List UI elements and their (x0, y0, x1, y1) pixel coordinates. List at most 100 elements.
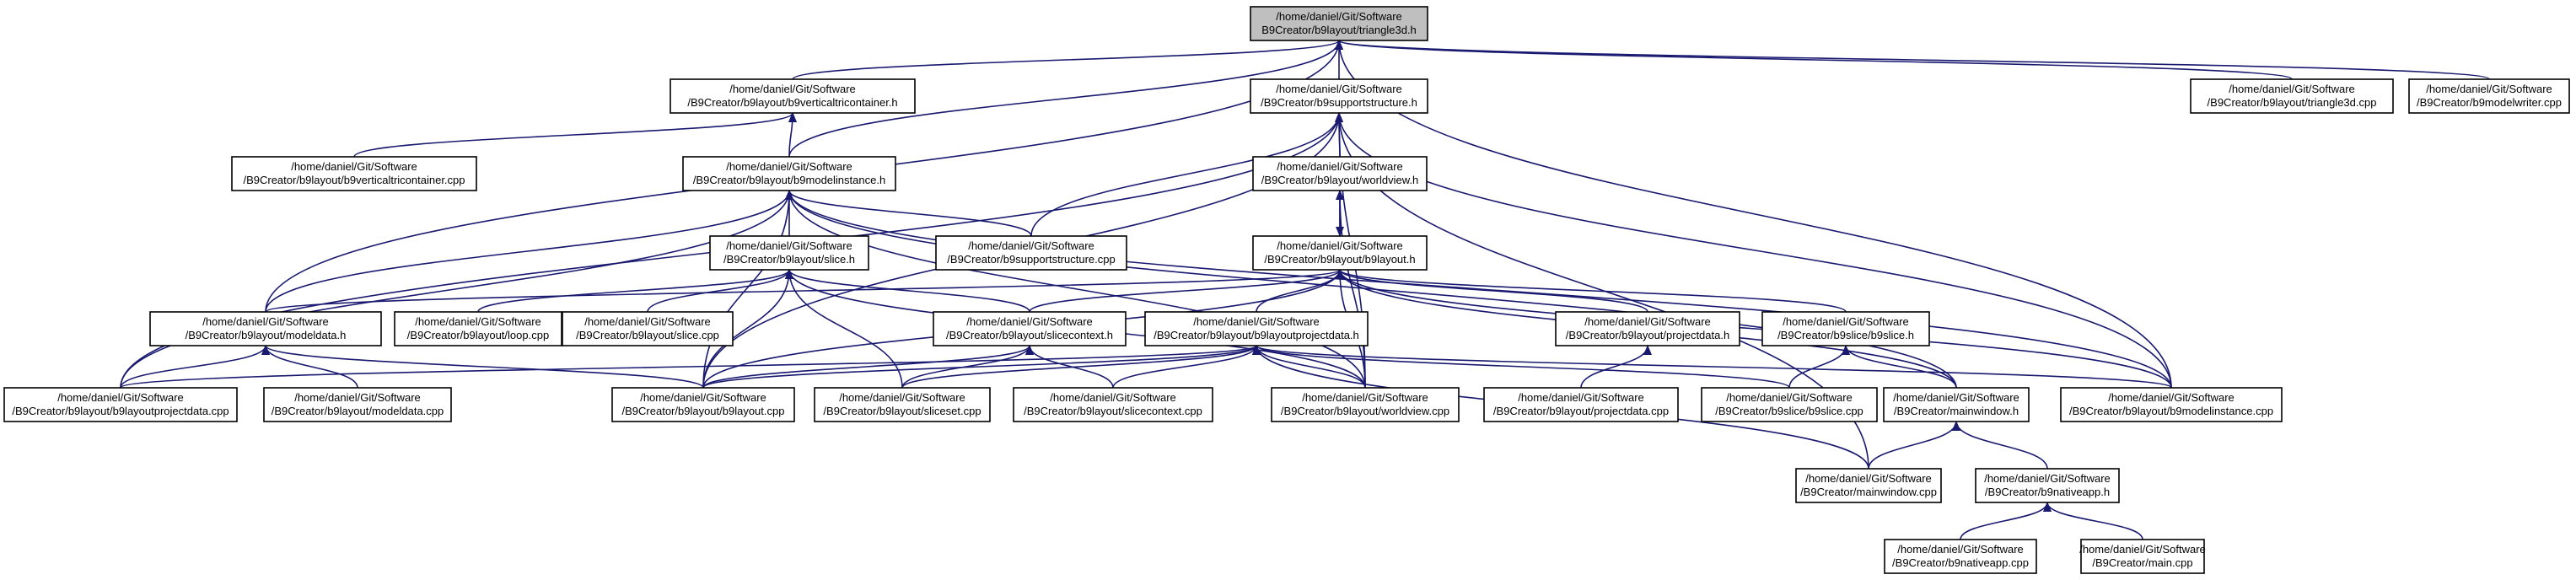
node-label-line2: /B9Creator/b9layout/b9verticaltricontain… (243, 174, 465, 186)
node-slice-h[interactable]: /home/daniel/Git/Software/B9Creator/b9la… (709, 235, 869, 271)
node-b9verticaltricontainer-cpp[interactable]: /home/daniel/Git/Software/B9Creator/b9la… (231, 156, 477, 191)
node-label-line1: /home/daniel/Git/Software (966, 315, 1093, 328)
node-mainwindow-h[interactable]: /home/daniel/Git/Software/B9Creator/main… (1883, 387, 2030, 422)
edge-projectdata-cpp-to-projectdata-h (1580, 345, 1652, 389)
edge-b9modelinstance-cpp-to-b9layout-h (1336, 269, 2172, 389)
edge-b9modelinstance-h-to-triangle3d-h (788, 40, 1343, 158)
node-label-line2: /B9Creator/b9layout/slicecontext.cpp (1024, 405, 1202, 417)
edge-b9slice-cpp-to-b9layoutprojectdata-h (1252, 345, 1790, 389)
node-label-line2: /B9Creator/b9layout/projectdata.h (1566, 329, 1729, 341)
edge-b9layoutprojectdata-cpp-to-modeldata-h (120, 345, 270, 389)
node-b9verticaltricontainer-h[interactable]: /home/daniel/Git/Software/B9Creator/b9la… (670, 78, 916, 114)
edge-b9layout-cpp-to-b9modelinstance-h (702, 190, 793, 389)
node-slicecontext-h[interactable]: /home/daniel/Git/Software/B9Creator/b9la… (933, 311, 1127, 346)
node-label-line2: /B9Creator/mainwindow.cpp (1800, 486, 1937, 498)
node-label-line1: /home/daniel/Git/Software (1277, 239, 1403, 252)
edge-mainwindow-h-to-b9slice-h (1842, 345, 1957, 389)
node-worldview-h[interactable]: /home/daniel/Git/Software/B9Creator/b9la… (1252, 156, 1428, 191)
edge-slicecontext-cpp-to-b9layoutprojectdata-h (1112, 345, 1261, 389)
edge-modeldata-h-to-b9layout-h (265, 269, 1344, 313)
node-label-line1: /home/daniel/Git/Software (415, 315, 541, 328)
node-label-line2: /B9Creator/b9layout/b9modelinstance.h (693, 174, 885, 186)
node-b9modelinstance-h[interactable]: /home/daniel/Git/Software/B9Creator/b9la… (682, 156, 896, 191)
edge-b9nativeapp-cpp-to-b9nativeapp-h (1960, 502, 2052, 540)
node-label-line1: /home/daniel/Git/Software (729, 83, 856, 95)
edge-b9layout-cpp-to-b9layoutprojectdata-h (702, 345, 1261, 389)
edge-b9modelinstance-cpp-to-b9modelinstance-h (785, 190, 2172, 389)
node-layer: /home/daniel/Git/SoftwareB9Creator/b9lay… (3, 6, 2570, 574)
node-label-line1: /home/daniel/Git/Software (2108, 391, 2235, 404)
node-label-line1: /home/daniel/Git/Software (2079, 543, 2206, 556)
edge-b9modelinstance-cpp-to-triangle3d-h (1335, 40, 2172, 389)
node-b9nativeapp-h[interactable]: /home/daniel/Git/Software/B9Creator/b9na… (1975, 468, 2120, 503)
edge-modeldata-h-to-b9modelinstance-h (265, 190, 793, 313)
edge-triangle3d-cpp-to-triangle3d-h (1335, 40, 2293, 80)
edge-b9verticaltricontainer-h-to-triangle3d-h (792, 40, 1343, 80)
node-triangle3d-cpp[interactable]: /home/daniel/Git/Software/B9Creator/b9la… (2190, 78, 2394, 114)
node-label-line2: /B9Creator/b9layout/modeldata.h (186, 329, 347, 341)
edge-mainwindow-cpp-to-mainwindow-h (1868, 421, 1960, 470)
node-mainwindow-cpp[interactable]: /home/daniel/Git/Software/B9Creator/main… (1795, 468, 1942, 503)
node-label-line2: /B9Creator/b9layout/b9modelinstance.cpp (2069, 405, 2273, 417)
node-label-line2: /B9Creator/b9nativeapp.cpp (1892, 556, 2029, 569)
edge-b9layout-cpp-to-modeldata-h (261, 345, 704, 389)
edge-layer (120, 40, 2490, 540)
edge-slicecontext-h-to-b9layout-h (1029, 269, 1344, 313)
node-label-line2: B9Creator/b9layout/triangle3d.h (1261, 24, 1417, 36)
node-projectdata-h[interactable]: /home/daniel/Git/Software/B9Creator/b9la… (1555, 311, 1740, 346)
node-b9slice-h[interactable]: /home/daniel/Git/Software/B9Creator/b9sl… (1761, 311, 1930, 346)
node-label-line2: /B9Creator/mainwindow.h (1894, 405, 2019, 417)
edge-sliceset-cpp-to-b9layoutprojectdata-h (901, 345, 1261, 389)
node-label-line1: /home/daniel/Git/Software (1897, 543, 2024, 556)
node-b9layout-h[interactable]: /home/daniel/Git/Software/B9Creator/b9la… (1252, 235, 1428, 271)
node-label-line1: /home/daniel/Git/Software (2229, 83, 2355, 95)
node-label-line1: /home/daniel/Git/Software (1984, 472, 2111, 485)
node-b9supportstructure-cpp[interactable]: /home/daniel/Git/Software/B9Creator/b9su… (935, 235, 1127, 271)
node-label-line1: /home/daniel/Git/Software (294, 391, 421, 404)
node-label-line2: /B9Creator/b9layout/slice.h (723, 253, 855, 266)
node-label-line1: /home/daniel/Git/Software (1277, 160, 1403, 173)
node-label-line1: /home/daniel/Git/Software (1276, 10, 1402, 23)
node-slicecontext-cpp[interactable]: /home/daniel/Git/Software/B9Creator/b9la… (1013, 387, 1213, 422)
node-loop-cpp[interactable]: /home/daniel/Git/Software/B9Creator/b9la… (394, 311, 562, 346)
node-b9nativeapp-cpp[interactable]: /home/daniel/Git/Software/B9Creator/b9na… (1884, 539, 2037, 574)
node-label-line2: /B9Creator/b9layout/b9verticaltricontain… (687, 96, 897, 109)
node-label-line2: /B9Creator/b9layout/sliceset.cpp (823, 405, 981, 417)
edge-b9modelinstance-cpp-to-b9layoutprojectdata-h (1252, 345, 2172, 389)
node-label-line1: /home/daniel/Git/Software (726, 239, 852, 252)
edge-projectdata-h-to-b9layout-h (1336, 269, 1648, 313)
edge-b9supportstructure-cpp-to-b9modelinstance-h (785, 190, 1032, 237)
node-label-line2: /B9Creator/b9layout/slice.cpp (576, 329, 719, 341)
node-label-line1: /home/daniel/Git/Software (1518, 391, 1644, 404)
node-b9modelinstance-cpp[interactable]: /home/daniel/Git/Software/B9Creator/b9la… (2060, 387, 2283, 422)
node-b9layoutprojectdata-h[interactable]: /home/daniel/Git/Software/B9Creator/b9la… (1144, 311, 1369, 346)
edge-loop-cpp-to-slice-h (477, 269, 793, 313)
edge-b9nativeapp-h-to-mainwindow-h (1952, 421, 2048, 470)
edge-b9layoutprojectdata-cpp-to-b9layoutprojectdata-h (120, 345, 1261, 389)
node-b9modelwriter-cpp[interactable]: /home/daniel/Git/Software/B9Creator/b9mo… (2408, 78, 2570, 114)
node-b9layoutprojectdata-cpp[interactable]: /home/daniel/Git/Software/B9Creator/b9la… (3, 387, 238, 422)
node-b9layout-cpp[interactable]: /home/daniel/Git/Software/B9Creator/b9la… (611, 387, 795, 422)
node-label-line1: /home/daniel/Git/Software (1302, 391, 1428, 404)
node-label-line1: /home/daniel/Git/Software (1893, 391, 2019, 404)
edge-b9modelinstance-cpp-to-b9supportstructure-h (1335, 112, 2172, 389)
node-label-line2: /B9Creator/b9layout/slicecontext.h (946, 329, 1113, 341)
node-projectdata-cpp[interactable]: /home/daniel/Git/Software/B9Creator/b9la… (1483, 387, 1679, 422)
node-main-cpp[interactable]: /home/daniel/Git/Software/B9Creator/main… (2079, 539, 2206, 574)
node-b9supportstructure-h[interactable]: /home/daniel/Git/Software/B9Creator/b9su… (1250, 78, 1428, 114)
node-modeldata-h[interactable]: /home/daniel/Git/Software/B9Creator/b9la… (149, 311, 382, 346)
node-label-line2: /B9Creator/b9layout/b9layout.h (1264, 253, 1415, 266)
edge-b9layout-cpp-to-slicecontext-h (702, 345, 1034, 389)
node-label-line2: /B9Creator/b9slice/b9slice.cpp (1715, 405, 1863, 417)
edge-b9layout-cpp-to-slice-h (702, 269, 793, 389)
node-label-line2: /B9Creator/b9layout/loop.cpp (407, 329, 549, 341)
node-slice-cpp[interactable]: /home/daniel/Git/Software/B9Creator/b9la… (562, 311, 734, 346)
node-label-line1: /home/daniel/Git/Software (1805, 472, 1932, 485)
node-b9slice-cpp[interactable]: /home/daniel/Git/Software/B9Creator/b9sl… (1701, 387, 1878, 422)
node-worldview-cpp[interactable]: /home/daniel/Git/Software/B9Creator/b9la… (1271, 387, 1460, 422)
node-sliceset-cpp[interactable]: /home/daniel/Git/Software/B9Creator/b9la… (814, 387, 991, 422)
edge-b9layoutprojectdata-cpp-to-b9modelinstance-h (120, 190, 793, 389)
node-modeldata-cpp[interactable]: /home/daniel/Git/Software/B9Creator/b9la… (263, 387, 452, 422)
node-label-line1: /home/daniel/Git/Software (57, 391, 184, 404)
